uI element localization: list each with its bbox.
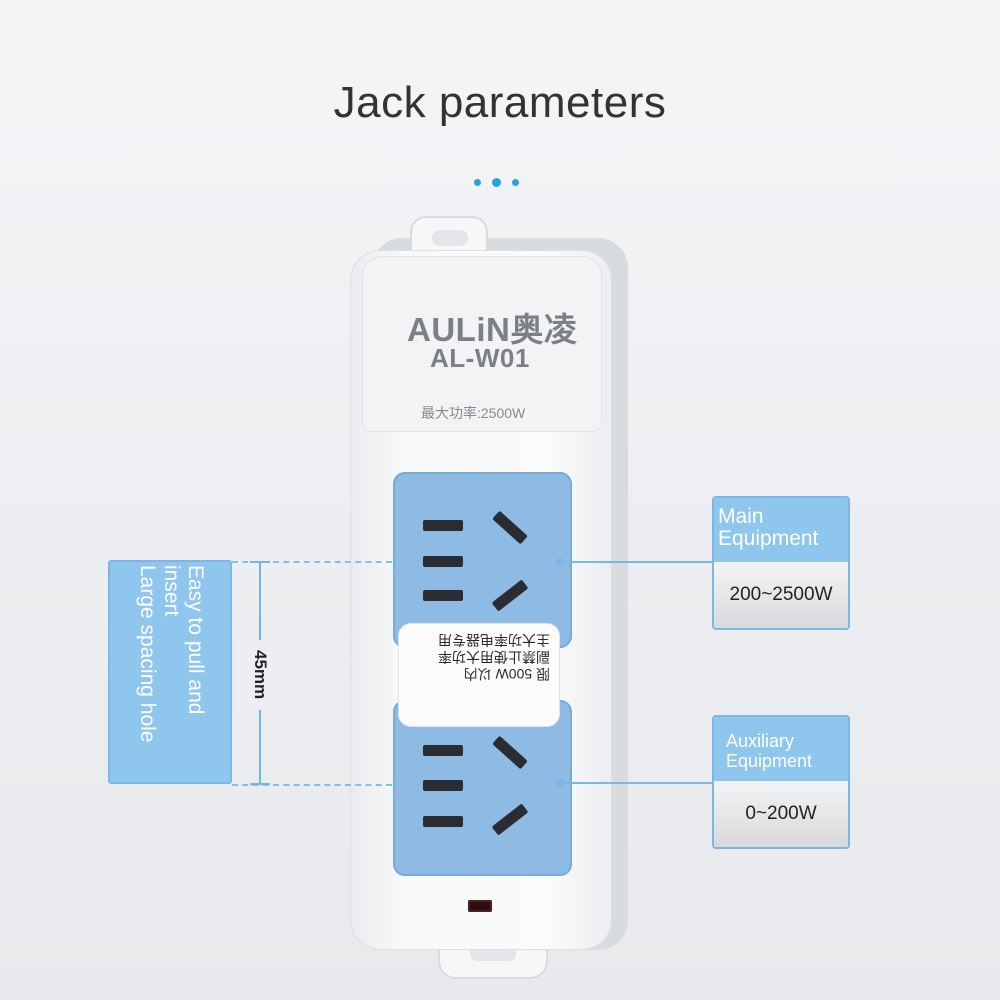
socket-slot [492,510,528,545]
socket-slot [423,745,463,756]
warning-line: 主大功率电器专用 [438,632,550,648]
spacing-info-box [108,560,232,784]
socket-slot [423,520,463,531]
aux-pointer-line [562,782,712,784]
auxiliary-outlet [393,700,572,876]
socket-slot [423,780,463,791]
dimension-guide-top [232,561,392,563]
callout-title-line: Equipment [718,527,819,550]
warning-line: 副禁止使用大功率 [438,649,550,665]
callout-header: Main Equipment [714,498,848,562]
callout-title-line: Main [718,505,764,528]
spacing-label-line: Easy to pull and [184,565,207,715]
indicator-light [468,900,492,912]
warning-line: 限 500W 以内 [463,666,550,682]
callout-header: Auxiliary Equipment [714,717,848,781]
warning-sticker [399,624,559,726]
pointer-dot [556,779,564,787]
main-pointer-line [562,561,712,563]
socket-slot [423,590,463,601]
brand-logo: AULiN奥凌 [407,311,578,348]
socket-slot [423,556,463,567]
dot-icon [512,179,519,186]
pointer-dot [556,558,564,566]
page-title: Jack parameters [333,78,667,127]
socket-slot [491,803,529,836]
dimension-label: 45mm [235,640,285,710]
power-range: 0~200W [714,781,848,847]
dimension-guide-bottom [232,784,392,786]
max-power-label: 最大功率:2500W [421,405,526,421]
decorative-dots [474,178,519,187]
socket-slot [492,735,528,770]
spacing-label-line: Large spacing hole [136,565,159,743]
model-number: AL-W01 [430,343,530,373]
power-range: 200~2500W [714,562,848,628]
socket-slot [423,816,463,827]
dimension-cap-top [250,561,270,563]
warning-text: 主大功率电器专用 副禁止使用大功率 限 500W 以内 [408,632,550,682]
spacing-info-text: Easy to pull and insert Large spacing ho… [135,565,207,775]
spacing-label-line: insert [160,565,183,617]
dot-icon [492,178,501,187]
main-equipment-callout: Main Equipment 200~2500W [712,496,850,630]
power-strip-head [362,256,602,432]
main-outlet [393,472,572,648]
dimension-cap-bottom [250,783,270,785]
callout-title-line: Equipment [726,751,813,771]
callout-title-line: Auxiliary [726,731,795,751]
dot-icon [474,179,481,186]
socket-slot [491,579,529,612]
auxiliary-equipment-callout: Auxiliary Equipment 0~200W [712,715,850,849]
